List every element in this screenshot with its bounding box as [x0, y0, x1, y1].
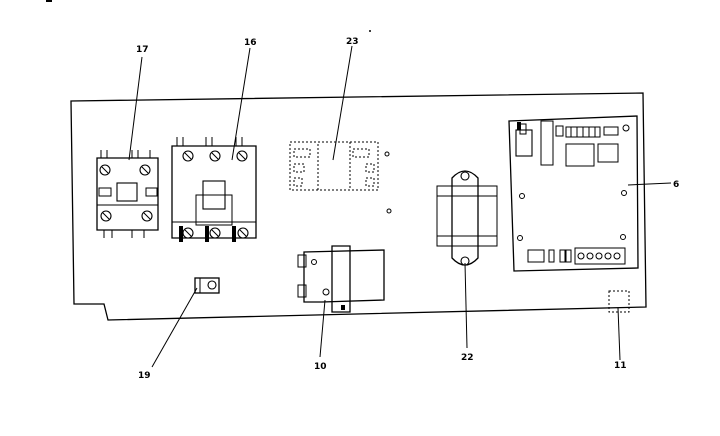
callout-17: 17	[136, 45, 149, 55]
contactor-16	[171, 137, 257, 242]
callout-10: 10	[314, 362, 327, 372]
callout-16: 16	[244, 38, 257, 48]
terminal-block-11	[608, 290, 630, 313]
control-panel	[70, 92, 647, 321]
callout-23: 23	[346, 37, 359, 47]
motor-10	[297, 245, 385, 313]
callout-19: 19	[138, 371, 151, 381]
leader-lines	[128, 45, 672, 368]
component-23	[289, 141, 392, 214]
callout-11: 11	[614, 361, 627, 371]
clip-19	[194, 277, 220, 294]
callout-6: 6	[673, 180, 679, 190]
contactor-17	[96, 150, 159, 238]
callout-22: 22	[461, 353, 474, 363]
transformer-22	[436, 170, 498, 266]
control-board-6	[508, 115, 639, 272]
